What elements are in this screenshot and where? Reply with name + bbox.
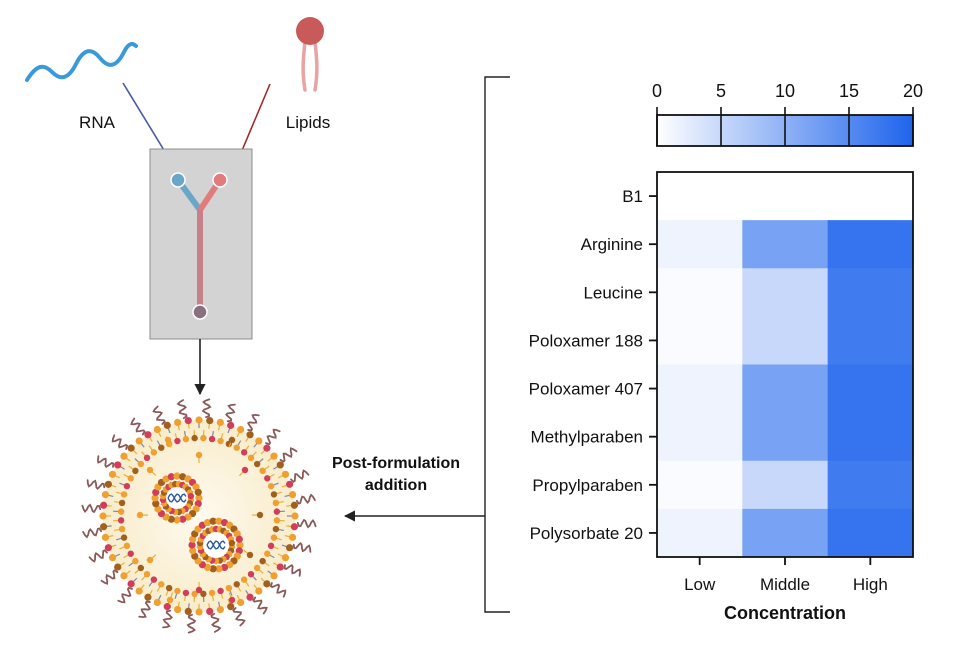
lipid-molecule-icon — [296, 17, 324, 92]
heatmap-cell — [742, 316, 829, 365]
colorbar-tick-label: 0 — [652, 81, 662, 101]
row-label: Arginine — [581, 235, 643, 254]
lipids-label: Lipids — [286, 113, 330, 132]
heatmap-cell — [827, 508, 914, 558]
colorbar-tick-label: 10 — [775, 81, 795, 101]
heatmap-cell — [657, 316, 743, 365]
heatmap-cell — [827, 460, 914, 510]
heatmap-cell — [657, 460, 743, 510]
row-label: B1 — [622, 187, 643, 206]
heatmap-cell — [742, 268, 829, 317]
heatmap-cell — [742, 460, 829, 510]
rna-strand-icon — [25, 42, 138, 82]
heatmap-cell — [657, 508, 743, 558]
colorbar-tick-label: 15 — [839, 81, 859, 101]
rna-arrow — [122, 82, 171, 161]
heatmap-cell — [827, 316, 914, 365]
heatmap-cell — [657, 220, 743, 269]
heatmap-cell — [742, 220, 829, 269]
lipid-nanoparticle-icon — [81, 398, 317, 634]
row-label: Polysorbate 20 — [530, 524, 643, 543]
heatmap-cell — [827, 172, 914, 221]
row-label: Leucine — [583, 283, 643, 302]
post-formulation-label-line2: addition — [365, 477, 427, 494]
row-label: Poloxamer 407 — [529, 380, 643, 399]
heatmap-cell — [827, 268, 914, 317]
post-formulation-label-line1: Post-formulation — [332, 455, 460, 472]
heatmap-cell — [657, 172, 743, 221]
colorbar-tick-label: 5 — [716, 81, 726, 101]
heatmap-cell — [827, 412, 914, 462]
heatmap-cell — [657, 268, 743, 317]
heatmap-cell — [742, 364, 829, 414]
microfluidic-chip — [149, 148, 253, 340]
heatmap-cell — [827, 364, 914, 414]
colorbar-tick-label: 20 — [903, 81, 923, 101]
row-label: Propylparaben — [532, 476, 643, 495]
heatmap-cell — [657, 364, 743, 414]
colorbar: 0 5 10 15 20 — [652, 81, 923, 147]
heatmap-cell — [742, 172, 829, 221]
x-axis-label: Concentration — [724, 603, 846, 623]
heatmap-cell — [657, 412, 743, 462]
column-label: Low — [684, 575, 716, 594]
lipid-arrow — [236, 83, 271, 162]
column-label: Middle — [760, 575, 810, 594]
rna-label: RNA — [79, 113, 116, 132]
heatmap-frame — [656, 171, 914, 558]
bracket — [484, 76, 510, 613]
column-label: High — [853, 575, 888, 594]
heatmap-cell — [742, 412, 829, 462]
row-label: Methylparaben — [531, 428, 643, 447]
row-label: Poloxamer 188 — [529, 331, 643, 350]
heatmap-cell — [742, 508, 829, 558]
heatmap-cell — [827, 220, 914, 269]
